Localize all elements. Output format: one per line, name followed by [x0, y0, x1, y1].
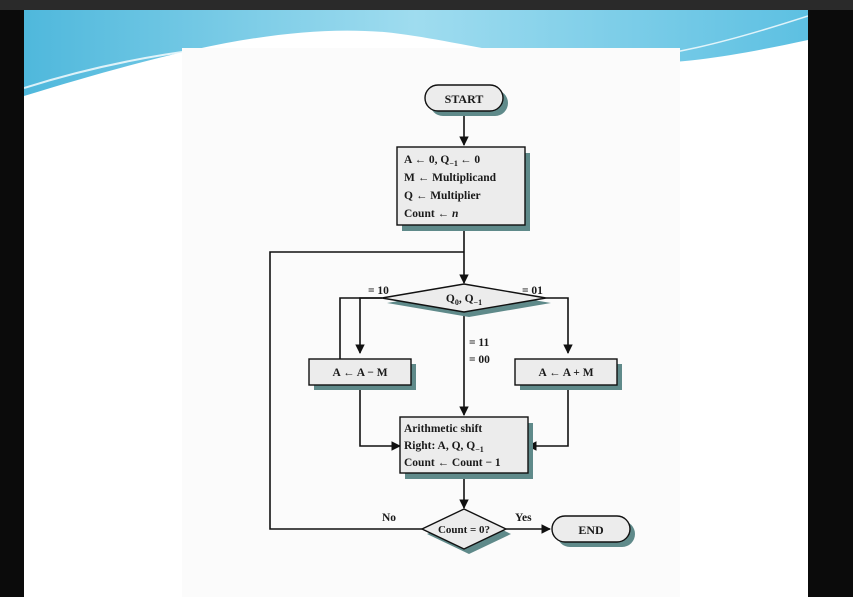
q-bits-decision: Q0, Q−1 — [381, 283, 551, 317]
start-label: START — [445, 92, 484, 106]
presentation-slide: START A ← 0, Q−1← 0 M ← Multiplicand Q ←… — [24, 10, 808, 597]
decision-label: Q0, Q−1 — [446, 293, 482, 307]
window-top-bar — [0, 0, 853, 10]
start-terminal: START — [424, 84, 508, 116]
init-line-2: M ← Multiplicand — [404, 172, 497, 184]
add-box: A ← A + M — [514, 358, 622, 390]
initialization-box: A ← 0, Q−1← 0 M ← Multiplicand Q ← Multi… — [396, 146, 530, 231]
init-line-3: Q ← Multiplier — [404, 190, 481, 202]
yes-label: Yes — [515, 512, 532, 524]
count-check-label: Count = 0? — [438, 524, 490, 536]
count-zero-decision: Count = 0? — [420, 508, 511, 554]
shift-line-2: Right: A, Q, Q−1 — [404, 440, 484, 454]
add-label: A ← A + M — [538, 367, 593, 379]
flowchart-figure: START A ← 0, Q−1← 0 M ← Multiplicand Q ←… — [182, 48, 680, 597]
subtract-box: A ← A − M — [308, 358, 416, 390]
init-line-1: A ← 0, Q−1← 0 — [404, 154, 480, 168]
branch-label-01: = 01 — [522, 285, 543, 297]
branch-label-00: = 00 — [469, 354, 490, 366]
end-terminal: END — [551, 515, 635, 547]
arithmetic-shift-box: Arithmetic shift Right: A, Q, Q−1 Count … — [399, 416, 533, 479]
shift-line-3: Count ← Count − 1 — [404, 457, 501, 469]
branch-label-10: = 10 — [368, 285, 389, 297]
shift-line-1: Arithmetic shift — [404, 423, 482, 435]
end-label: END — [578, 523, 604, 537]
init-line-4: Count ← n — [404, 208, 458, 220]
branch-label-11: = 11 — [469, 337, 490, 349]
flow-connectors — [269, 111, 573, 534]
subtract-label: A ← A − M — [332, 367, 387, 379]
booth-algorithm-flowchart: START A ← 0, Q−1← 0 M ← Multiplicand Q ←… — [269, 84, 635, 554]
no-label: No — [382, 512, 396, 524]
